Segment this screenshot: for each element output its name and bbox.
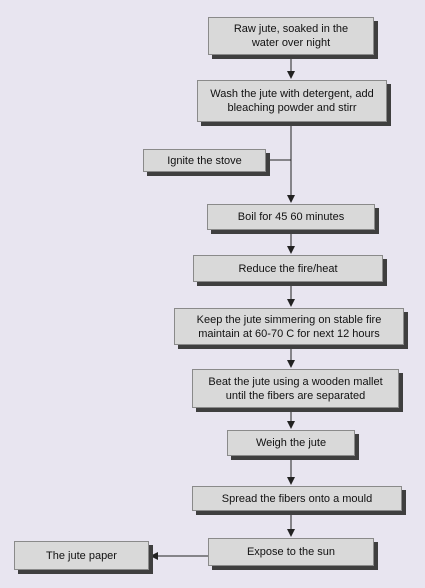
step-reduce-heat: Reduce the fire/heat <box>193 255 383 282</box>
step-weigh-label: Weigh the jute <box>255 437 327 449</box>
step-wash: Wash the jute with detergent, add bleach… <box>197 80 387 122</box>
step-expose-label: Expose to the sun <box>246 546 336 558</box>
step-raw-jute-line-2: water over night <box>251 37 331 49</box>
step-boil-label: Boil for 45 60 minutes <box>237 211 345 223</box>
step-reduce-heat-label: Reduce the fire/heat <box>238 262 338 275</box>
step-ignite-stove: Ignite the stove <box>143 149 266 172</box>
step-wash-line-2: bleaching powder and stirr <box>227 102 357 114</box>
step-weigh: Weigh the jute <box>227 430 355 456</box>
step-beat-line-1: Beat the jute using a wooden mallet <box>208 375 383 388</box>
step-simmer-line-2: maintain at 60-70 C for next 12 hours <box>198 327 380 340</box>
step-result-label: The jute paper <box>46 549 117 562</box>
step-beat: Beat the jute using a wooden mallet unti… <box>192 369 399 408</box>
step-boil: Boil for 45 60 minutes <box>207 204 375 230</box>
step-spread-label: Spread the fibers onto a mould <box>221 492 373 505</box>
step-wash-line-1: Wash the jute with detergent, add <box>210 88 374 100</box>
step-simmer-line-1: Keep the jute simmering on stable fire <box>196 313 382 326</box>
step-expose: Expose to the sun <box>208 538 374 566</box>
step-raw-jute: Raw jute, soaked in the water over night <box>208 17 374 55</box>
step-beat-line-2: until the fibers are separated <box>225 389 366 402</box>
step-raw-jute-line-1: Raw jute, soaked in the <box>233 23 349 35</box>
step-simmer: Keep the jute simmering on stable fire m… <box>174 308 404 345</box>
step-spread: Spread the fibers onto a mould <box>192 486 402 511</box>
step-result-jute-paper: The jute paper <box>14 541 149 570</box>
step-ignite-stove-label: Ignite the stove <box>167 154 242 167</box>
